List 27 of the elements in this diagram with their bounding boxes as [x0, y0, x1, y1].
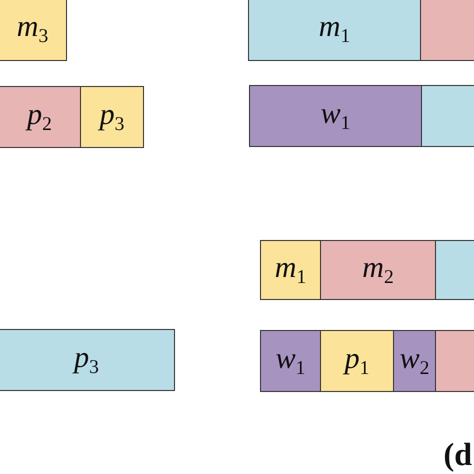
- empty-segment: [421, 85, 474, 147]
- segment-label: w$_{1}$: [276, 344, 306, 378]
- task-segment: [260, 240, 321, 300]
- task-segment: [320, 330, 394, 392]
- empty-segment: [435, 330, 474, 392]
- panel-label: (d: [444, 436, 472, 473]
- task-segment: [80, 86, 144, 148]
- task-segment: [393, 330, 436, 392]
- empty-segment: [420, 0, 474, 61]
- empty-segment: [435, 240, 474, 300]
- segment-label: m$_{2}$: [362, 252, 394, 288]
- segment-label: p$_{1}$: [344, 344, 370, 378]
- segment-label: m$_{1}$: [274, 252, 306, 288]
- segment-label: m$_{1}$: [318, 12, 350, 47]
- segment-label: p$_{3}$: [100, 100, 124, 134]
- task-segment: [260, 330, 321, 392]
- task-segment: [0, 0, 67, 61]
- task-segment: [248, 0, 421, 61]
- task-segment: [320, 240, 436, 300]
- task-segment: [0, 86, 81, 148]
- task-segment: [0, 329, 175, 391]
- segment-label: w$_{2}$: [400, 344, 430, 378]
- segment-label: p$_{3}$: [74, 342, 99, 378]
- segment-label: m$_{3}$: [16, 12, 48, 47]
- task-segment: [249, 85, 422, 147]
- segment-label: w$_{1}$: [320, 98, 350, 134]
- segment-label: p$_{2}$: [27, 100, 52, 134]
